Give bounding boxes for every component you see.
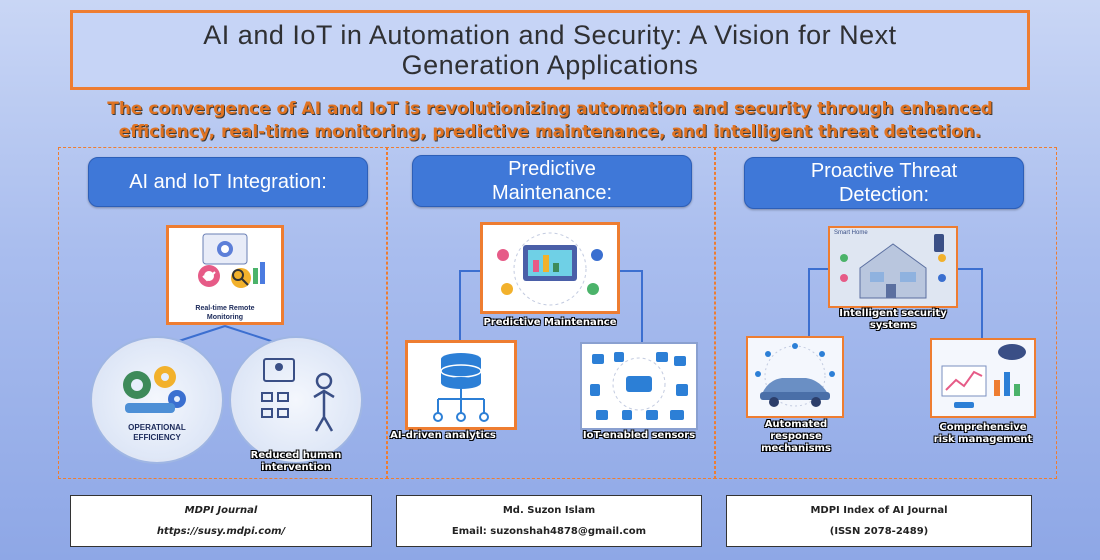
heading-maintenance-line-1: Predictive xyxy=(508,158,596,180)
connector xyxy=(641,270,643,342)
journal-name: MDPI Journal xyxy=(184,505,258,516)
predictive-maintenance-image xyxy=(480,222,620,314)
connector xyxy=(459,270,461,340)
automated-response-caption: Automated response mechanisms xyxy=(761,419,831,454)
remote-monitoring-caption: Real-time Remote Monitoring xyxy=(195,305,255,321)
remote-monitoring-image: Real-time Remote Monitoring xyxy=(166,225,284,325)
heading-integration-text: AI and IoT Integration: xyxy=(129,171,327,193)
author-name: Md. Suzon Islam xyxy=(502,505,596,516)
reduced-intervention-circle xyxy=(231,338,361,462)
ai-analytics-caption: AI-driven analytics xyxy=(390,430,496,441)
monitoring-icon xyxy=(198,233,265,288)
subtitle-line-2: efficiency, real-time monitoring, predic… xyxy=(118,122,982,142)
analytics-chart-icon xyxy=(941,344,1026,408)
gears-icon xyxy=(123,366,186,413)
index-name: MDPI Index of AI Journal xyxy=(810,505,948,516)
heading-maintenance-line-2: Maintenance: xyxy=(491,182,613,204)
security-systems-caption: Intelligent security systems xyxy=(839,308,947,331)
author-email[interactable]: Email: suzonshah4878@gmail.com xyxy=(451,526,647,537)
ai-analytics-image xyxy=(405,340,517,430)
iot-sensors-caption: IoT-enabled sensors xyxy=(582,430,696,441)
connector xyxy=(459,270,480,272)
connector xyxy=(958,268,982,270)
sensors-icon xyxy=(590,352,688,420)
predictive-maintenance-caption: Predictive Maintenance xyxy=(483,317,617,328)
footer-index: MDPI Index of AI Journal (ISSN 2078-2489… xyxy=(726,495,1032,547)
subtitle-line-1: The convergence of AI and IoT is revolut… xyxy=(107,99,993,119)
smart-home-label: Smart Home xyxy=(834,230,868,236)
smart-home-image: Smart Home xyxy=(828,226,958,308)
connector xyxy=(981,268,983,338)
panel-maintenance xyxy=(386,147,716,479)
risk-management-caption: Comprehensive risk management xyxy=(933,422,1033,445)
heading-threat: Proactive Threat Detection: xyxy=(744,157,1024,209)
heading-integration: AI and IoT Integration: xyxy=(88,157,368,207)
issn: (ISSN 2078-2489) xyxy=(829,526,929,537)
automated-response-image xyxy=(746,336,844,418)
panel-threat xyxy=(714,147,1057,479)
footer-journal: MDPI Journal https://susy.mdpi.com/ xyxy=(70,495,372,547)
person-checklist-icon xyxy=(261,358,335,432)
footer-author: Md. Suzon Islam Email: suzonshah4878@gma… xyxy=(396,495,702,547)
dashboard-icon xyxy=(497,232,603,306)
title-line-2: Generation Applications xyxy=(401,50,699,80)
connector xyxy=(808,268,810,336)
title-line-1: AI and IoT in Automation and Security: A… xyxy=(203,20,897,50)
heading-threat-line-2: Detection: xyxy=(838,184,930,206)
operational-efficiency-circle: OPERATIONAL EFFICIENCY xyxy=(92,338,222,462)
iot-sensors-image xyxy=(580,342,698,430)
panel-integration xyxy=(58,147,388,479)
subtitle: The convergence of AI and IoT is revolut… xyxy=(80,98,1020,144)
title-box: AI and IoT in Automation and Security: A… xyxy=(70,10,1030,90)
smart-home-icon xyxy=(840,234,946,299)
operational-label-1: OPERATIONAL xyxy=(128,423,186,432)
risk-management-image xyxy=(930,338,1036,418)
connector xyxy=(808,268,828,270)
operational-label-2: EFFICIENCY xyxy=(133,433,181,442)
reduced-intervention-caption: Reduced human intervention xyxy=(250,450,342,473)
connector xyxy=(620,270,642,272)
database-network-icon xyxy=(433,353,489,422)
heading-maintenance: Predictive Maintenance: xyxy=(412,155,692,207)
journal-url[interactable]: https://susy.mdpi.com/ xyxy=(156,526,286,537)
heading-threat-line-1: Proactive Threat xyxy=(810,160,958,182)
car-network-icon xyxy=(755,343,835,407)
